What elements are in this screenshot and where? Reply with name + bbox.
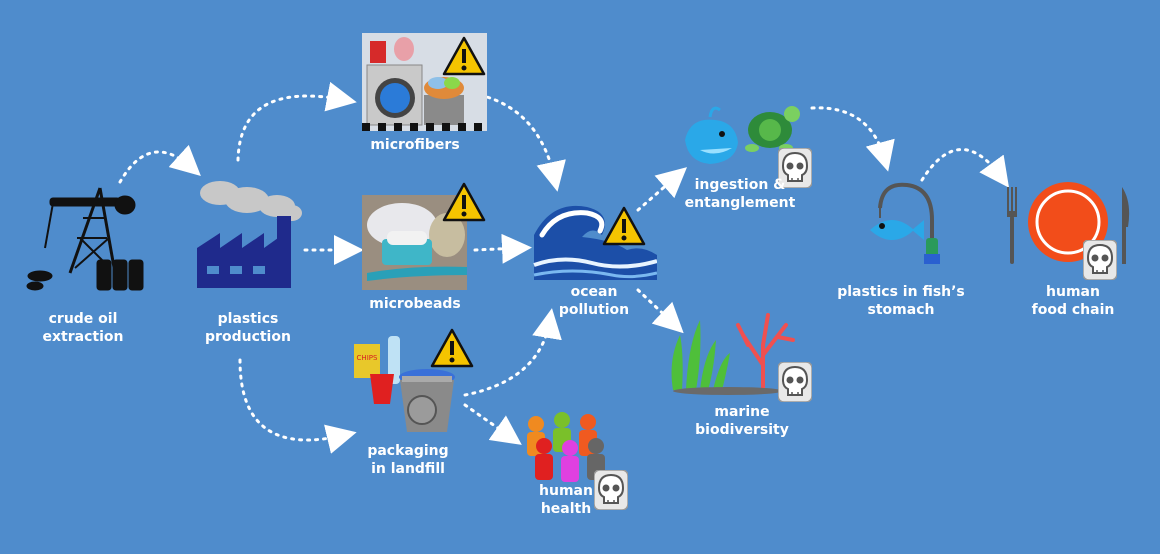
label-ingestion-entanglement: ingestion & entanglement xyxy=(684,177,796,211)
arrow-production-to-packaging xyxy=(238,358,357,454)
arrow-microbeads-to-ocean xyxy=(473,233,532,264)
label-plastics-in-fish-stomach: plastics in fish’s stomach xyxy=(837,284,965,318)
factory-icon xyxy=(197,181,302,288)
turtle-icon xyxy=(745,106,800,152)
skull-icon xyxy=(778,148,812,188)
label-ocean-pollution: ocean pollution xyxy=(558,284,630,318)
warning-icon xyxy=(442,182,486,222)
label-crude-oil-extraction: crude oil extraction xyxy=(42,311,124,345)
label-marine-biodiversity: marine biodiversity xyxy=(695,404,789,438)
skull-icon xyxy=(594,470,628,510)
arrow-microfibers-to-ocean xyxy=(478,93,566,192)
warning-icon xyxy=(442,36,486,76)
label-human-health: human health xyxy=(539,483,593,517)
whale-turtle-icon xyxy=(685,106,800,164)
chips-bag-text: CHIPS xyxy=(357,354,378,362)
skull-icon xyxy=(778,362,812,402)
warning-icon xyxy=(430,328,474,368)
arrow-fish-to-foodchain xyxy=(920,148,1010,188)
coral-icon xyxy=(671,313,795,395)
wave-icon xyxy=(533,205,657,280)
label-plastics-production: plastics production xyxy=(205,311,291,345)
washing-machine-icon xyxy=(362,33,487,131)
whale-icon xyxy=(685,106,738,164)
arrow-ocean-to-biodiversity xyxy=(636,288,684,334)
arrow-packaging-to-health xyxy=(463,403,522,445)
label-microfibers: microfibers xyxy=(370,137,460,153)
people-icon xyxy=(527,412,605,482)
oil-pump-icon xyxy=(26,187,144,291)
skull-icon xyxy=(1083,240,1117,280)
fish-hook-icon xyxy=(870,182,940,264)
arrow-production-to-microfibers xyxy=(236,81,357,162)
arrow-ingestion-to-fish xyxy=(810,106,895,172)
arrow-ocean-to-ingestion xyxy=(636,167,688,212)
trash-can-icon: CHIPS xyxy=(354,336,455,432)
label-human-food-chain: human food chain xyxy=(1031,284,1115,318)
arrow-packaging-to-ocean xyxy=(463,308,562,397)
label-microbeads: microbeads xyxy=(369,296,461,312)
warning-icon xyxy=(602,206,646,246)
label-packaging-in-landfill: packaging in landfill xyxy=(367,443,449,477)
toothbrush-icon xyxy=(362,195,467,290)
